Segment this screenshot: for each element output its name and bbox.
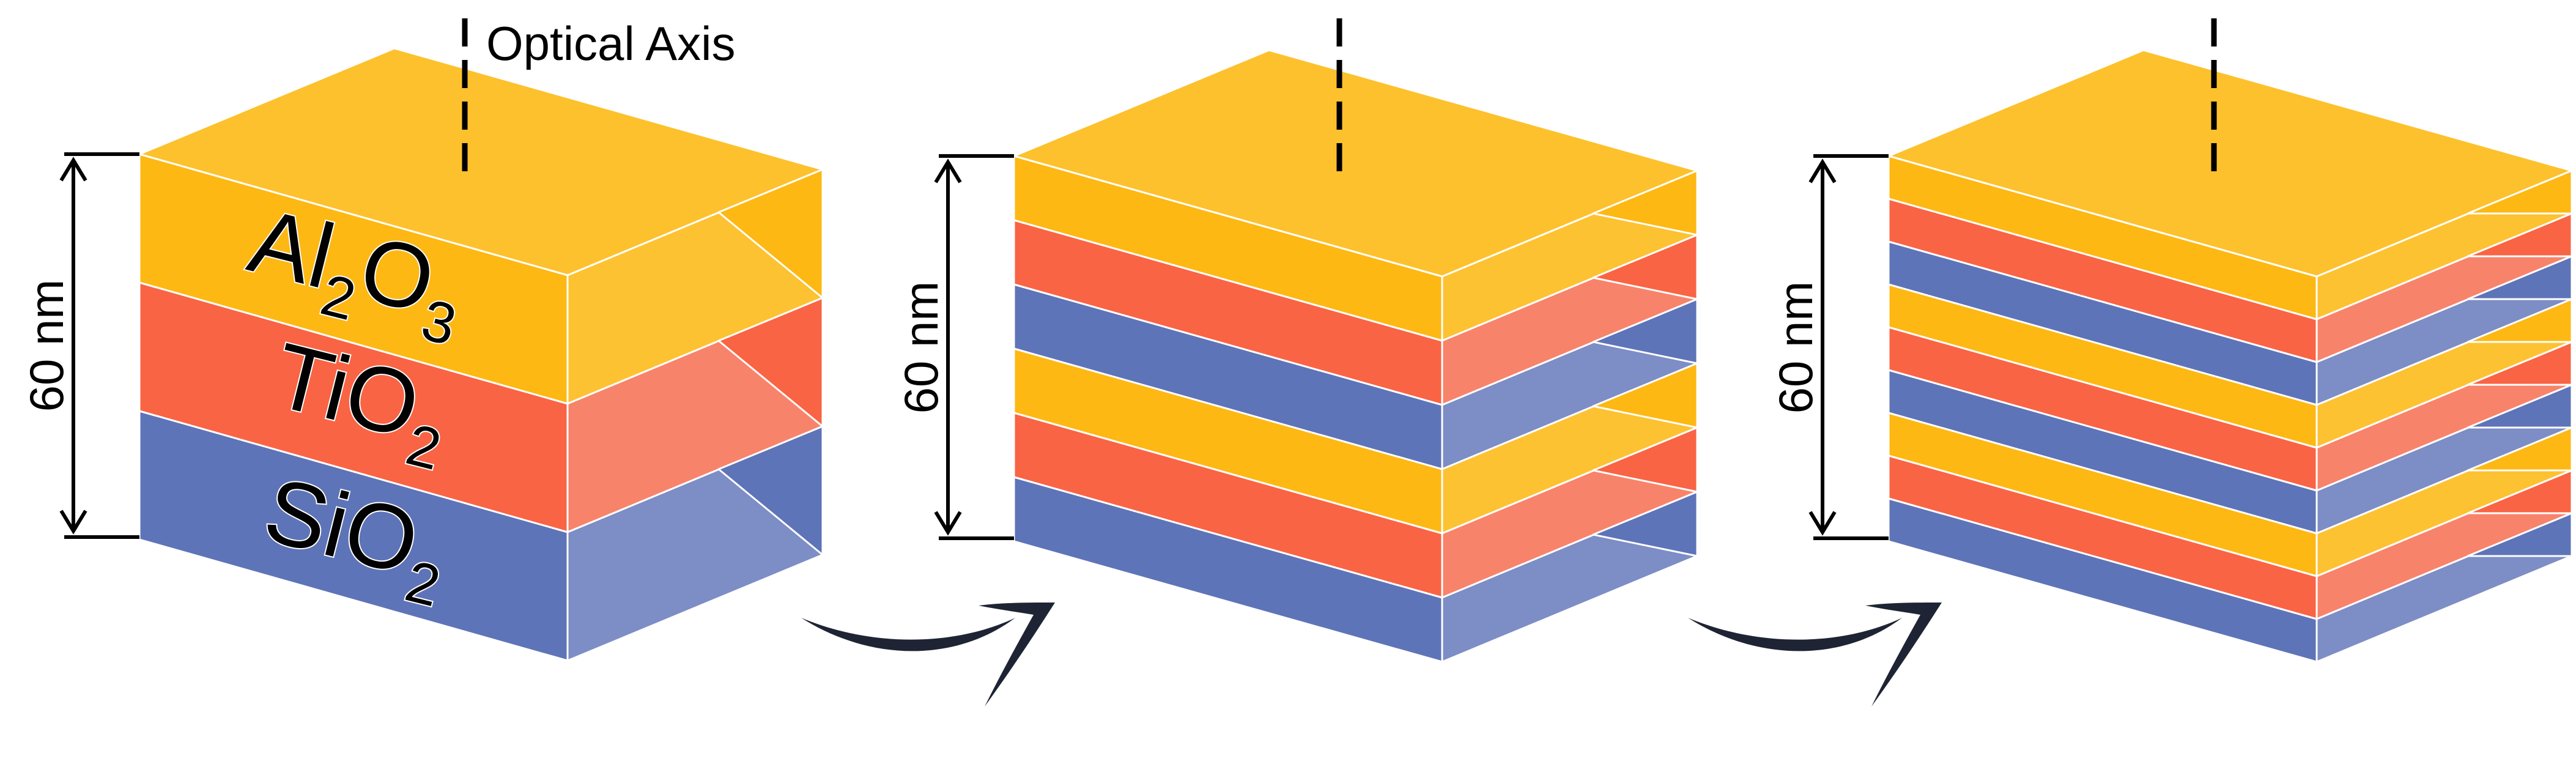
tio2-layer-side-shade [2467, 212, 2573, 258]
curved-arrow-2 [1688, 603, 1942, 707]
sio2-layer-side-shade [2467, 512, 2573, 557]
sio2-layer-side-shade [1592, 298, 1698, 365]
tio2-layer-side-shade [717, 297, 824, 428]
stack-2-periods [1013, 49, 1698, 663]
al2o3-layer-side-shade [2467, 169, 2573, 215]
al2o3-layer-side-shade [717, 168, 824, 299]
dimension-marker-1: 60 nm [20, 152, 139, 539]
al2o3-label: Al2O3 [235, 188, 476, 358]
dimension-marker-2: 60 nm [894, 154, 1014, 540]
tio2-layer-side-shade [1592, 426, 1698, 493]
curved-arrow-1 [801, 603, 1055, 707]
sio2-layer-side-shade [717, 425, 824, 556]
al2o3-layer-side-shade [2467, 298, 2573, 343]
al2o3-layer-side-shade [1592, 169, 1698, 236]
al2o3-layer-side-shade [1592, 362, 1698, 429]
sio2-layer-side-shade [1592, 491, 1698, 557]
sio2-layer-side-shade [2467, 255, 2573, 300]
stack-3-periods [1887, 49, 2573, 663]
al2o3-layer-side-shade [2467, 426, 2573, 472]
dimension-marker-3: 60 nm [1769, 154, 1889, 540]
tio2-layer-side-shade [2467, 469, 2573, 514]
thickness-label: 60 nm [20, 280, 73, 412]
tio2-layer-side-shade [1592, 234, 1698, 300]
thickness-label: 60 nm [894, 281, 948, 414]
sio2-layer-side-shade [2467, 384, 2573, 429]
tio2-layer-side-shade [2467, 341, 2573, 386]
stack-1-period [138, 47, 824, 662]
thickness-label: 60 nm [1769, 281, 1823, 414]
optical-axis-label: Optical Axis [486, 17, 735, 70]
